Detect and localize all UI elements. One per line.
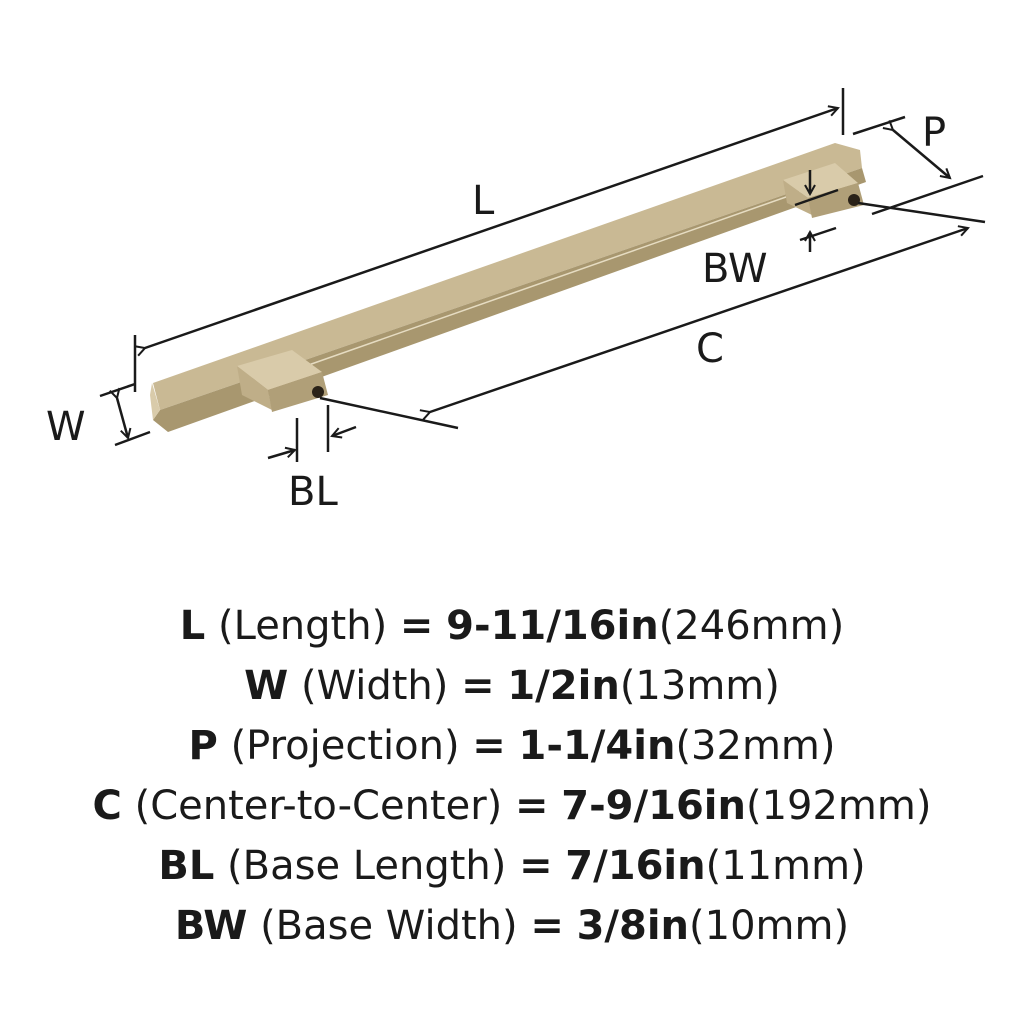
label-base-length: BL: [288, 469, 338, 515]
spec-projection: P (Projection) = 1-1/4in(32mm): [188, 723, 836, 769]
spec-center-to-center: C (Center-to-Center) = 7-9/16in(192mm): [92, 783, 932, 829]
label-base-width: BW: [702, 246, 768, 292]
left-post: [237, 350, 328, 412]
spec-length: L (Length) = 9-11/16in(246mm): [179, 603, 845, 649]
spec-width: W (Width) = 1/2in(13mm): [244, 663, 780, 709]
label-length: L: [472, 178, 495, 224]
label-projection: P: [922, 110, 946, 156]
specifications-list: L (Length) = 9-11/16in(246mm) W (Width) …: [0, 596, 1024, 956]
dimension-lines: [99, 88, 986, 462]
handle-dimension-diagram: L P BW C W BL: [46, 88, 986, 515]
spec-base-width: BW (Base Width) = 3/8in(10mm): [174, 903, 850, 949]
label-center-to-center: C: [696, 326, 724, 372]
label-width: W: [46, 404, 86, 450]
spec-base-length: BL (Base Length) = 7/16in(11mm): [158, 843, 866, 889]
